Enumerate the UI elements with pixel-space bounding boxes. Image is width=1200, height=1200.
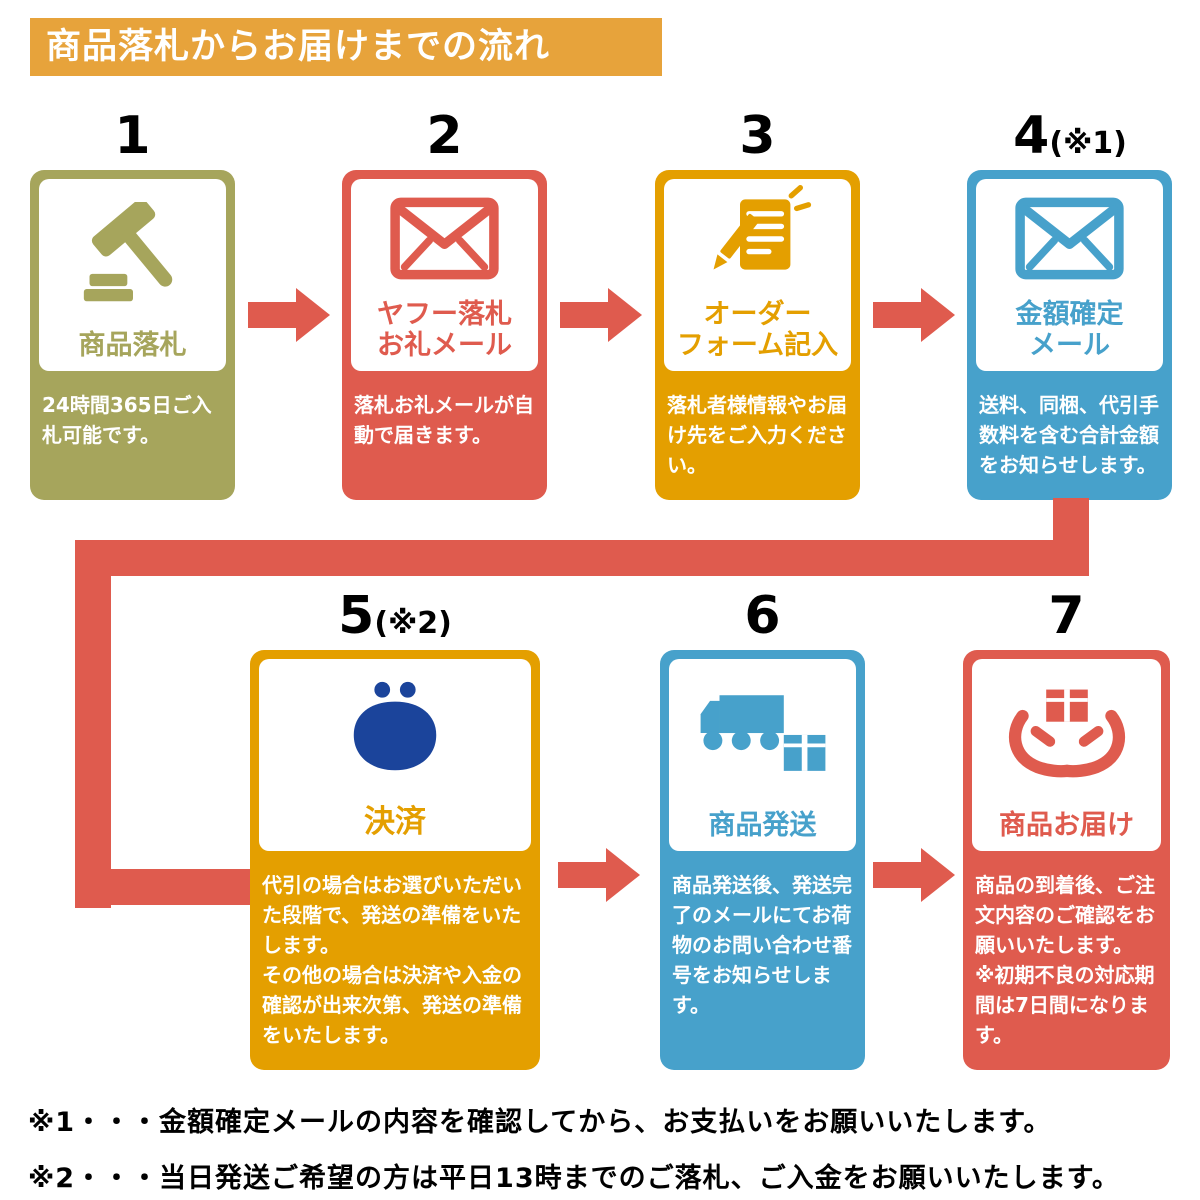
- footnote-1: ※1・・・金額確定メールの内容を確認してから、お支払いをお願いいたします。: [28, 1107, 1052, 1138]
- step-card-order-form: オーダー フォーム記入 落札者様情報やお届け先をご入力ください。: [655, 170, 860, 500]
- step-card-shipping: 商品発送 商品発送後、発送完了のメールにてお荷物のお問い合わせ番号をお知らせしま…: [660, 650, 865, 1070]
- flow-arrow-right: [873, 848, 955, 902]
- step-panel: 商品お届け: [972, 659, 1161, 851]
- step-number-3: 3: [655, 106, 860, 166]
- connector-segment-horizontal-bottom: [75, 869, 253, 905]
- arrow-shaft: [558, 862, 606, 888]
- step-title: 商品発送: [708, 809, 817, 841]
- step-title: 決済: [364, 804, 426, 841]
- page-title: 商品落札からお届けまでの流れ: [30, 18, 662, 76]
- mail-icon: [976, 179, 1163, 299]
- arrow-head: [921, 288, 955, 342]
- step-title: オーダー フォーム記入: [676, 298, 839, 361]
- flow-arrow-right: [558, 848, 640, 902]
- flow-arrow-right: [873, 288, 955, 342]
- step-number-5: 5(※2): [250, 586, 540, 646]
- step-title: 金額確定 メール: [1015, 298, 1124, 361]
- step-description: 落札者様情報やお届け先をご入力ください。: [667, 393, 847, 477]
- step-number-text: 6: [744, 586, 781, 646]
- arrow-shaft: [873, 302, 921, 328]
- step-title: ヤフー落札 お礼メール: [377, 298, 512, 361]
- step-number-text: 7: [1048, 586, 1085, 646]
- flow-arrow-right: [248, 288, 330, 342]
- step-number-suffix: (※1): [1049, 126, 1127, 161]
- arrow-head: [606, 848, 640, 902]
- step-panel: 商品発送: [669, 659, 856, 851]
- step-card-payment: 決済 代引の場合はお選びいただいた段階で、発送の準備をいたします。 その他の場合…: [250, 650, 540, 1070]
- pencil-form-icon: [664, 179, 851, 299]
- step-description: 代引の場合はお選びいただいた段階で、発送の準備をいたします。 その他の場合は決済…: [262, 873, 522, 1047]
- arrow-head: [296, 288, 330, 342]
- step-panel: 商品落札: [39, 179, 226, 371]
- step-card-auction-win: 商品落札 24時間365日ご入札可能です。: [30, 170, 235, 500]
- connector-segment-vertical-left: [75, 540, 111, 908]
- step-panel: オーダー フォーム記入: [664, 179, 851, 371]
- step-title: 商品お届け: [999, 809, 1134, 841]
- gavel-icon: [39, 179, 226, 330]
- step-description: 商品の到着後、ご注文内容のご確認をお願いいたします。 ※初期不良の対応期間は7日…: [975, 873, 1155, 1047]
- step-panel: ヤフー落札 お礼メール: [351, 179, 538, 371]
- connector-segment-horizontal-top: [75, 540, 1089, 576]
- step-title: 商品落札: [78, 329, 187, 361]
- step-number-7: 7: [963, 586, 1170, 646]
- step-card-price-mail: 金額確定 メール 送料、同梱、代引手数料を含む合計金額をお知らせします。: [967, 170, 1172, 500]
- step-number-6: 6: [660, 586, 865, 646]
- footnote-2: ※2・・・当日発送ご希望の方は平日13時までのご落札、ご入金をお願いいたします。: [28, 1163, 1120, 1194]
- truck-box-icon: [669, 659, 856, 810]
- arrow-shaft: [873, 862, 921, 888]
- step-description: 送料、同梱、代引手数料を含む合計金額をお知らせします。: [979, 393, 1159, 477]
- step-number-2: 2: [342, 106, 547, 166]
- step-description: 落札お礼メールが自動で届きます。: [354, 393, 534, 447]
- step-card-thankyou-mail: ヤフー落札 お礼メール 落札お礼メールが自動で届きます。: [342, 170, 547, 500]
- step-number-4: 4(※1): [955, 106, 1185, 166]
- arrow-head: [608, 288, 642, 342]
- step-description: 商品発送後、発送完了のメールにてお荷物のお問い合わせ番号をお知らせします。: [672, 873, 852, 1017]
- step-panel: 決済: [259, 659, 531, 851]
- arrow-shaft: [560, 302, 608, 328]
- purse-icon: [259, 659, 531, 805]
- arrow-head: [921, 848, 955, 902]
- step-description: 24時間365日ご入札可能です。: [42, 393, 212, 447]
- arrow-shaft: [248, 302, 296, 328]
- step-number-suffix: (※2): [374, 606, 452, 641]
- step-panel: 金額確定 メール: [976, 179, 1163, 371]
- hands-box-icon: [972, 659, 1161, 810]
- step-number-text: 3: [739, 106, 776, 166]
- step-number-text: 1: [114, 106, 151, 166]
- step-number-text: 5: [338, 586, 375, 646]
- step-number-text: 4: [1013, 106, 1050, 166]
- mail-icon: [351, 179, 538, 299]
- step-number-1: 1: [30, 106, 235, 166]
- step-card-delivery: 商品お届け 商品の到着後、ご注文内容のご確認をお願いいたします。 ※初期不良の対…: [963, 650, 1170, 1070]
- step-number-text: 2: [426, 106, 463, 166]
- flow-arrow-right: [560, 288, 642, 342]
